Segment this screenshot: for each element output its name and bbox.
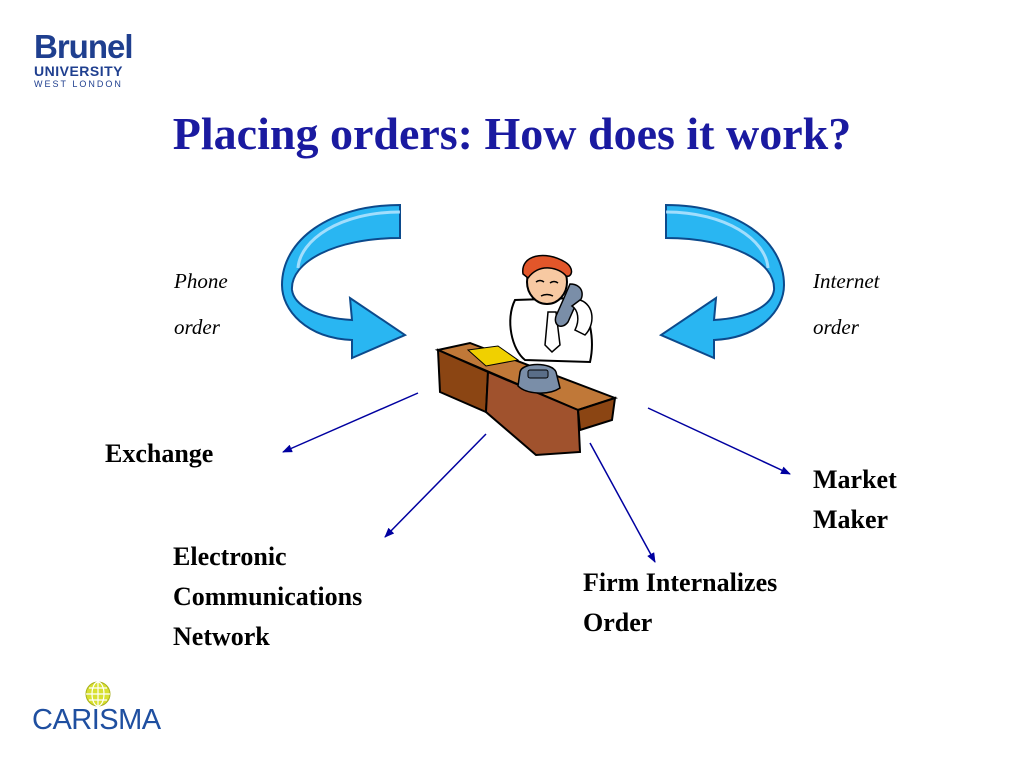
page-title: Placing orders: How does it work? bbox=[172, 108, 852, 159]
node-ecn: Electronic Communications Network bbox=[173, 542, 363, 651]
phone-order-arrow-icon bbox=[280, 203, 408, 360]
node-market-maker: Market Maker bbox=[813, 465, 897, 534]
internet-order-arrow-icon bbox=[658, 203, 786, 360]
node-firm-internalizes: Firm Internalizes Order bbox=[583, 568, 778, 637]
arrow-to-market-maker bbox=[647, 407, 791, 475]
internet-order-label: Internet order bbox=[813, 269, 880, 339]
logo-brunel-word: Brunel bbox=[34, 28, 134, 65]
logo-west-london: WEST LONDON bbox=[34, 79, 123, 89]
carisma-wordmark: CARISMA bbox=[32, 704, 161, 736]
logo-university-word: UNIVERSITY bbox=[34, 63, 124, 79]
broker-at-desk-icon bbox=[434, 254, 619, 457]
arrow-to-firm bbox=[589, 442, 656, 563]
node-exchange: Exchange bbox=[105, 439, 214, 468]
phone-order-label: Phone order bbox=[174, 269, 228, 339]
globe-icon bbox=[85, 681, 111, 707]
arrow-to-ecn bbox=[384, 433, 487, 538]
brunel-logo: Brunel UNIVERSITY WEST LONDON bbox=[34, 28, 134, 90]
arrow-to-exchange bbox=[282, 392, 419, 453]
